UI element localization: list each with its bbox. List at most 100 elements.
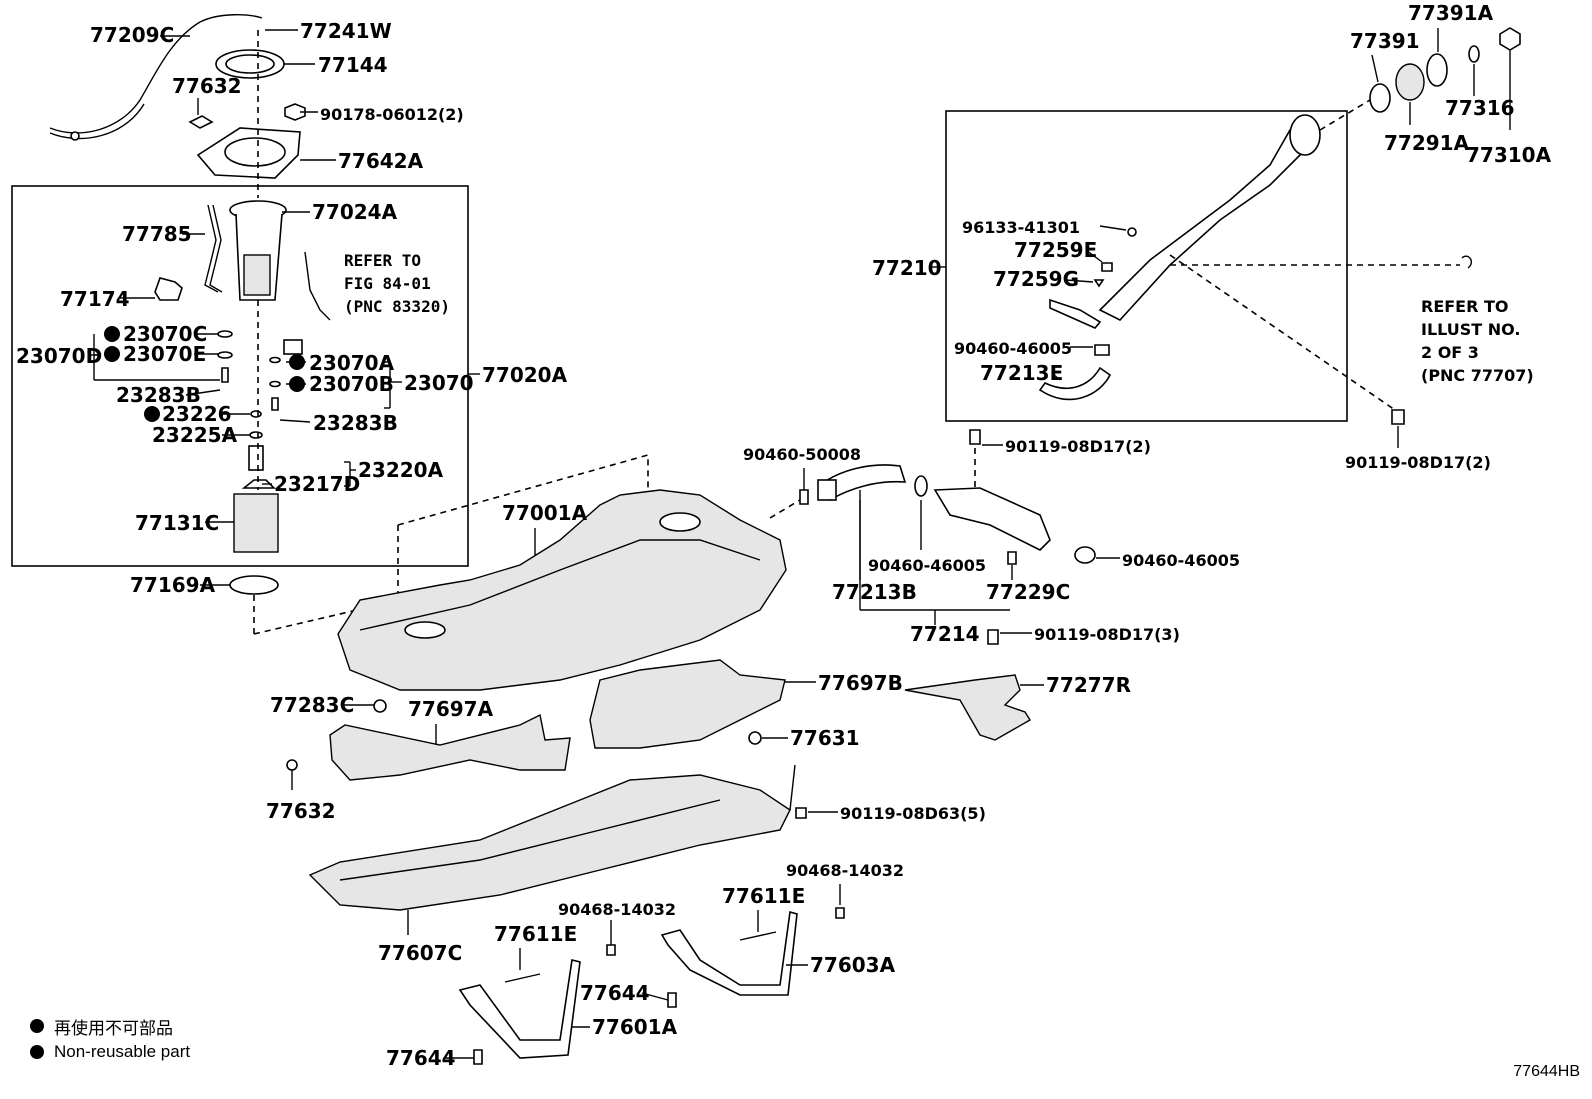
refer-clip-icon (1461, 255, 1472, 269)
legend: 再使用不可部品 Non-reusable part (30, 1013, 190, 1065)
strap-77603A (660, 910, 798, 996)
label-77214: 77214 (910, 622, 980, 646)
non-reusable-bullet-icon (289, 354, 305, 370)
label-77316: 77316 (1445, 96, 1515, 120)
clip-77632 (286, 759, 298, 771)
leader-line-77391 (1371, 54, 1379, 83)
sender-wire (49, 14, 263, 134)
refer-note-fig-line-1: REFER TO (344, 251, 421, 270)
legend-en-row: Non-reusable part (30, 1039, 190, 1065)
label-77209C: 77209C (90, 23, 174, 47)
non-reusable-bullet-icon (104, 346, 120, 362)
bolt-77644-mid (667, 992, 677, 1008)
label-90178: 90178-06012(2) (320, 105, 464, 124)
leader-line-77213E (1051, 372, 1061, 381)
illustration-code: 77644HB (1513, 1063, 1580, 1080)
sensor-wire (304, 251, 331, 321)
label-90468b: 90468-14032 (786, 861, 904, 880)
leader-line-77259G (1065, 279, 1094, 283)
refer-note-illust-line-4: (PNC 77707) (1421, 366, 1534, 385)
nut-90468-right (835, 907, 845, 919)
bolt-90119-08D17-3 (987, 629, 999, 645)
label-77259E: 77259E (1014, 238, 1097, 262)
legend-en: Non-reusable part (54, 1042, 191, 1061)
label-77603A: 77603A (810, 953, 896, 977)
label-77283C: 77283C (270, 693, 354, 717)
bolt-77611E-right (739, 931, 777, 941)
label-77213B: 77213B (832, 580, 917, 604)
label-77644a: 77644 (580, 981, 650, 1005)
ring-77316 (1468, 45, 1480, 63)
clip-77174 (154, 277, 183, 301)
label-77611Eb: 77611E (722, 884, 805, 908)
label-90460_46005c: 90460-46005 (954, 339, 1072, 358)
gasket-77391 (1369, 83, 1391, 113)
fuel-pump-assembly-box (11, 185, 469, 567)
label-90468a: 90468-14032 (558, 900, 676, 919)
label-77632a: 77632 (172, 74, 242, 98)
label-77229C: 77229C (986, 580, 1070, 604)
label-77642A: 77642A (338, 149, 424, 173)
bolt-77644-lower (473, 1049, 483, 1065)
filter-23220A (248, 445, 264, 471)
label-90460_50008: 90460-50008 (743, 445, 861, 464)
bolt-77611E-left (504, 973, 541, 983)
non-reusable-bullet-icon (289, 376, 305, 392)
clamp-90460-46005a (914, 475, 928, 497)
plug-77283C (373, 699, 387, 713)
label-77607C: 77607C (378, 941, 462, 965)
label-77391A: 77391A (1408, 1, 1494, 25)
bolt-90119-08D17-2-left (969, 429, 981, 445)
clamp-90460-46005c (1094, 344, 1110, 356)
clamp-90460-50008 (799, 489, 809, 505)
label-77277R: 77277R (1046, 673, 1131, 697)
label-77697A: 77697A (408, 697, 494, 721)
label-77259G: 77259G (993, 267, 1079, 291)
label-77631: 77631 (790, 726, 860, 750)
bullet-icon (30, 1045, 44, 1059)
label-23070B: 23070B (309, 372, 394, 396)
label-90460_46005a: 90460-46005 (868, 556, 986, 575)
label-77601A: 77601A (592, 1015, 678, 1039)
label-77131C: 77131C (135, 511, 219, 535)
nut-90468-left (606, 944, 616, 956)
label-23225A: 23225A (152, 423, 238, 447)
label-77241W: 77241W (300, 19, 392, 43)
legend-jp-row: 再使用不可部品 (30, 1013, 190, 1039)
label-23283Ba: 23283B (116, 383, 201, 407)
label-77169A: 77169A (130, 573, 216, 597)
hose-77213B (818, 464, 907, 502)
label-90119_3: 90119-08D17(3) (1034, 625, 1180, 644)
label-23070C: 23070C (123, 322, 207, 346)
protector-77697A (329, 713, 571, 781)
label-77611Ea: 77611E (494, 922, 577, 946)
cap-77291A (1395, 63, 1425, 101)
bullet-icon (30, 1019, 44, 1033)
pump-bracket-77131C (233, 493, 279, 553)
filler-pipe-assembly-box (945, 110, 1348, 422)
non-reusable-bullet-icon (104, 326, 120, 342)
label-90119_08D63: 90119-08D63(5) (840, 804, 986, 823)
pipe-77214 (933, 487, 1051, 551)
legend-jp: 再使用不可部品 (54, 1018, 173, 1038)
label-77020A: 77020A (482, 363, 568, 387)
bolt-90178 (284, 103, 306, 121)
part-labels: 77209C 77241W 77144 77632 90178-06012(2) 7764… (16, 1, 1552, 1070)
label-23070E: 23070E (123, 342, 206, 366)
label-90119_2a: 90119-08D17(2) (1005, 437, 1151, 456)
label-77644b: 77644 (386, 1046, 456, 1070)
bolt-90119-08D63 (795, 807, 807, 819)
label-77144: 77144 (318, 53, 388, 77)
label-77213E: 77213E (980, 361, 1063, 385)
label-77001A: 77001A (502, 501, 588, 525)
bolt-90119-08D17-2-right (1391, 409, 1405, 425)
clamp-90460-46005b (1074, 546, 1096, 564)
label-77632b: 77632 (266, 799, 336, 823)
label-77785: 77785 (122, 222, 192, 246)
gasket-77391A (1426, 53, 1448, 87)
label-77024A: 77024A (312, 200, 398, 224)
label-23217D: 23217D (274, 472, 360, 496)
refer-note-illust-line-1: REFER TO (1421, 297, 1509, 316)
